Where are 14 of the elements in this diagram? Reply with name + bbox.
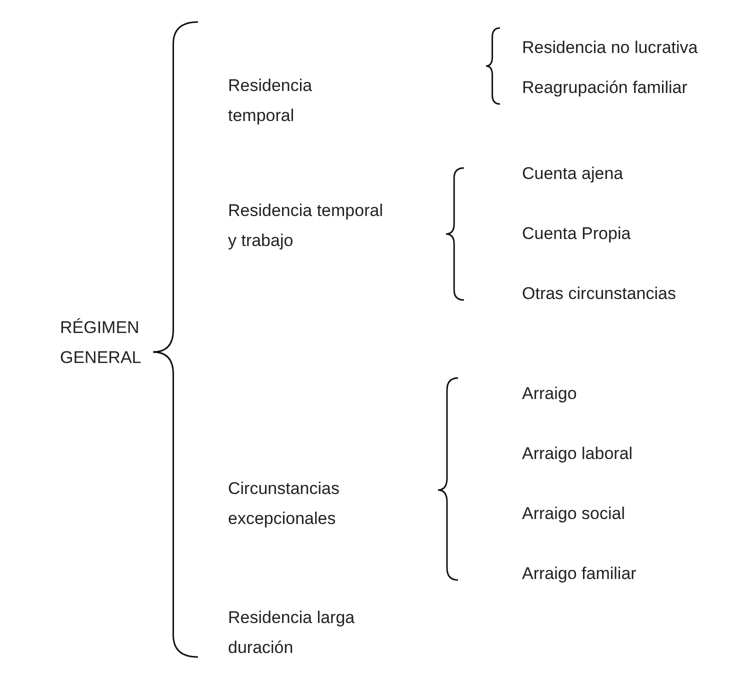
root-label: RÉGIMEN GENERAL	[60, 317, 142, 369]
category-label: Arraigo laboral	[522, 443, 633, 465]
category-label: Arraigo	[522, 383, 577, 405]
category-label: Circunstancias excepcionales	[228, 478, 340, 530]
category-label: Otras circunstancias	[522, 283, 676, 305]
category-label: Cuenta ajena	[522, 163, 624, 185]
category-label: Cuenta Propia	[522, 223, 631, 245]
category-label: Residencia no lucrativa	[522, 37, 698, 59]
category-label: Reagrupación familiar	[522, 77, 688, 99]
category-label: Residencia temporal y trabajo	[228, 200, 384, 252]
category-label: Residencia temporal	[228, 75, 314, 127]
category-label: Arraigo social	[522, 503, 625, 525]
category-label: Arraigo familiar	[522, 563, 636, 585]
category-label: Residencia larga duración	[228, 607, 356, 659]
